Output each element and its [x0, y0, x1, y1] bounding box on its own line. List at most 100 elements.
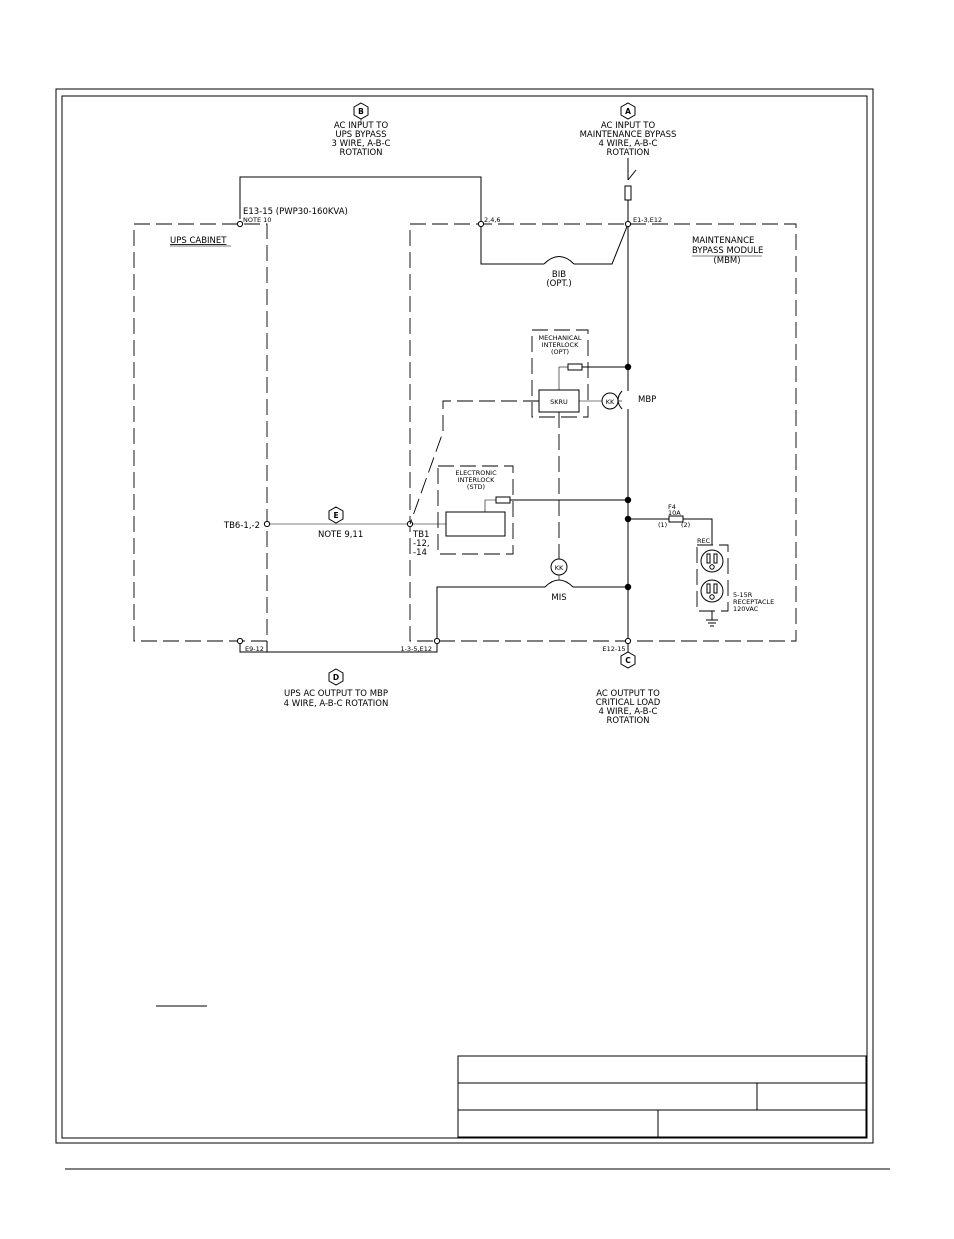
svg-text:MAINTENANCE: MAINTENANCE	[692, 236, 754, 246]
marker-d: D	[328, 668, 344, 686]
kk-label: KK	[555, 564, 564, 572]
source-d-label: UPS AC OUTPUT TO MBP 4 WIRE, A-B-C ROTAT…	[284, 689, 389, 709]
interlock-link	[409, 400, 539, 525]
svg-text:TB1: TB1	[412, 530, 429, 540]
svg-text:INTERLOCK: INTERLOCK	[542, 341, 579, 349]
output-d-wire-right	[267, 644, 438, 653]
terminal-tb6	[263, 520, 271, 528]
interlock-fuse	[495, 496, 511, 504]
title-block	[457, 1055, 867, 1138]
terminal-135-label: 1-3-5,E12	[400, 645, 432, 653]
svg-text:AC INPUT TO: AC INPUT TO	[601, 121, 656, 131]
terminal-e13	[236, 220, 244, 228]
terminal-e9	[236, 637, 244, 645]
svg-text:120VAC: 120VAC	[733, 605, 759, 613]
svg-text:ELECTRONIC: ELECTRONIC	[455, 469, 497, 477]
source-a-label: AC INPUT TO MAINTENANCE BYPASS 4 WIRE, A…	[580, 121, 677, 158]
rec-label: REC	[697, 537, 711, 545]
svg-text:(OPT): (OPT)	[551, 348, 569, 356]
marker-c: C	[620, 651, 636, 669]
terminal-e1	[624, 220, 632, 228]
f4-label: F4 10A (1) (2)	[658, 503, 690, 529]
skru-fuse	[567, 363, 583, 371]
mbp-contact	[617, 390, 623, 410]
svg-text:ROTATION: ROTATION	[339, 148, 382, 158]
svg-text:-14: -14	[413, 548, 427, 558]
ups-cabinet-outline	[133, 223, 268, 642]
svg-text:UPS AC OUTPUT TO MBP: UPS AC OUTPUT TO MBP	[284, 689, 388, 699]
mis-label: MIS	[551, 593, 566, 603]
mechanical-interlock-box	[531, 329, 589, 418]
note-10-label: NOTE 10	[243, 216, 271, 224]
marker-b: B	[353, 102, 369, 120]
svg-text:MAINTENANCE BYPASS: MAINTENANCE BYPASS	[580, 130, 677, 140]
svg-text:AC OUTPUT TO: AC OUTPUT TO	[596, 689, 660, 699]
kk-label: KK	[606, 398, 615, 406]
bib-label: BIB (OPT.)	[546, 270, 571, 289]
terminal-e9-label: E9-12	[245, 645, 264, 653]
svg-text:BYPASS MODULE: BYPASS MODULE	[692, 246, 763, 256]
electronic-interlock-label: ELECTRONIC INTERLOCK (STD)	[455, 469, 497, 491]
svg-text:4 WIRE, A-B-C: 4 WIRE, A-B-C	[599, 139, 658, 149]
svg-text:5-15R: 5-15R	[733, 591, 753, 599]
input-fuse	[624, 185, 632, 201]
svg-text:B: B	[358, 107, 364, 116]
mbm-cabinet-outline	[409, 223, 797, 642]
svg-text:INTERLOCK: INTERLOCK	[458, 476, 495, 484]
inner-border	[61, 95, 868, 1139]
terminal-e1-label: E1-3,E12	[633, 216, 662, 224]
svg-text:(1): (1)	[658, 521, 667, 529]
terminal-246-label: 2,4,6	[484, 216, 501, 224]
receptacle-outlet	[700, 579, 724, 603]
electronic-interlock-box	[437, 465, 514, 555]
svg-text:(STD): (STD)	[467, 483, 485, 491]
outer-border	[55, 88, 874, 1144]
svg-text:MECHANICAL: MECHANICAL	[539, 334, 582, 342]
receptacle-box	[696, 544, 729, 612]
svg-text:CRITICAL LOAD: CRITICAL LOAD	[596, 698, 661, 708]
svg-text:E: E	[333, 511, 338, 520]
terminal-e13-label: E13-15 (PWP30-160KVA)	[243, 207, 348, 217]
input-switch	[627, 169, 637, 181]
svg-text:(2): (2)	[681, 521, 690, 529]
bib-right-wire	[574, 223, 629, 265]
svg-text:(MBM): (MBM)	[713, 256, 740, 266]
receptacle-outlet	[700, 549, 724, 573]
terminal-246	[477, 220, 485, 228]
terminal-tb6-label: TB6-1,-2	[223, 521, 260, 531]
svg-text:ROTATION: ROTATION	[606, 148, 649, 158]
source-b-label: AC INPUT TO UPS BYPASS 3 WIRE, A-B-C ROT…	[332, 121, 391, 158]
skru-label: SKRU	[550, 398, 568, 406]
ups-cabinet-label: UPS CABINET	[170, 236, 227, 246]
bib-contact	[543, 256, 575, 265]
svg-text:4 WIRE, A-B-C: 4 WIRE, A-B-C	[599, 707, 658, 717]
svg-text:F4: F4	[668, 503, 676, 511]
ground-icon	[706, 619, 718, 627]
svg-text:UPS BYPASS: UPS BYPASS	[335, 130, 386, 140]
mbp-label: MBP	[638, 395, 656, 405]
mechanical-interlock-label: MECHANICAL INTERLOCK (OPT)	[539, 334, 582, 356]
electronic-interlock-module	[445, 511, 506, 537]
svg-text:(OPT.): (OPT.)	[546, 279, 571, 289]
svg-text:3 WIRE, A-B-C: 3 WIRE, A-B-C	[332, 139, 391, 149]
svg-text:AC INPUT TO: AC INPUT TO	[334, 121, 389, 131]
marker-a: A	[620, 102, 636, 120]
note-911-label: NOTE 9,11	[318, 530, 363, 540]
svg-text:BIB: BIB	[552, 270, 566, 280]
terminal-e12	[624, 637, 632, 645]
svg-text:ROTATION: ROTATION	[606, 716, 649, 726]
mbm-label: MAINTENANCE BYPASS MODULE (MBM)	[692, 236, 763, 266]
svg-text:4 WIRE, A-B-C ROTATION: 4 WIRE, A-B-C ROTATION	[284, 699, 389, 709]
mis-contact	[544, 579, 574, 588]
terminal-135	[433, 637, 441, 645]
source-c-label: AC OUTPUT TO CRITICAL LOAD 4 WIRE, A-B-C…	[596, 689, 661, 726]
terminal-tb1-label: TB1 -12, -14	[412, 530, 430, 558]
svg-text:-12,: -12,	[413, 539, 430, 549]
svg-text:10A: 10A	[668, 509, 681, 517]
bypass-input-wire	[239, 176, 482, 219]
output-d-wire-left	[239, 641, 268, 653]
svg-text:A: A	[625, 107, 631, 116]
ups-output-wire	[436, 586, 545, 638]
